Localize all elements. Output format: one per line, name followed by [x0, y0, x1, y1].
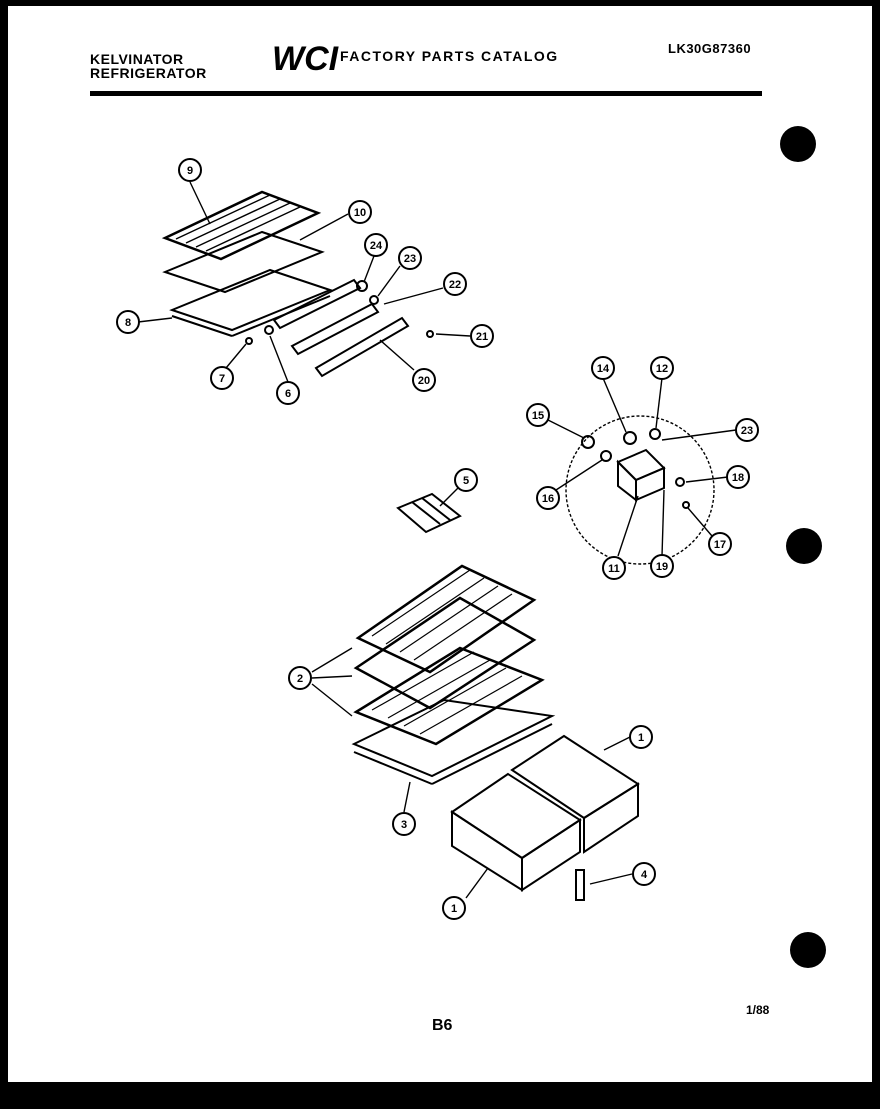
callout-7 — [210, 366, 234, 390]
callout-19 — [650, 554, 674, 578]
punch-hole-top — [780, 126, 816, 162]
callout-8 — [116, 310, 140, 334]
callout-22 — [443, 272, 467, 296]
callout-text-23a: 23 — [404, 253, 416, 265]
shelf-rails — [245, 278, 434, 378]
callout-text-24: 24 — [370, 240, 383, 252]
callout-text-18: 18 — [732, 472, 744, 484]
callout-text-19: 19 — [656, 561, 668, 573]
callout-text-8: 8 — [125, 317, 131, 329]
brand-block: KELVINATOR REFRIGERATOR — [90, 52, 207, 80]
callout-13b — [735, 418, 759, 442]
callout-text-22: 22 — [449, 279, 461, 291]
callout-text-7: 7 — [219, 373, 225, 385]
callout-17 — [708, 532, 732, 556]
header-rule — [90, 91, 762, 96]
callout-bubbles — [116, 158, 759, 920]
callout-text-1b: 1 — [451, 903, 457, 915]
callout-21 — [470, 324, 494, 348]
callout-text-16: 16 — [542, 493, 554, 505]
callout-text-4: 4 — [641, 869, 648, 881]
brand-line-1: KELVINATOR — [90, 51, 184, 67]
callout-16 — [536, 486, 560, 510]
callout-10 — [348, 200, 372, 224]
brand-line-2: REFRIGERATOR — [90, 65, 207, 81]
callout-3 — [392, 812, 416, 836]
callout-text-11: 11 — [608, 563, 620, 575]
wci-logo: WCI — [272, 40, 340, 74]
crisper-drawers — [450, 734, 640, 892]
callout-1b — [442, 896, 466, 920]
callout-15 — [526, 403, 550, 427]
catalog-title: FACTORY PARTS CATALOG — [340, 48, 559, 64]
callout-text-9: 9 — [187, 165, 193, 177]
callout-20 — [412, 368, 436, 392]
model-number: LK30G87360 — [668, 41, 752, 56]
revision-date: 1/88 — [746, 1003, 770, 1017]
callout-text-20: 20 — [418, 375, 430, 387]
callout-1a — [629, 725, 653, 749]
callout-text-21: 21 — [476, 331, 488, 343]
drawer-divider — [575, 869, 585, 901]
callout-text-5: 5 — [463, 475, 469, 487]
callout-text-17: 17 — [714, 539, 726, 551]
callout-text-12: 12 — [656, 363, 668, 375]
callout-23a — [398, 246, 422, 270]
callout-5 — [454, 468, 478, 492]
page-number: B6 — [432, 1017, 453, 1034]
callout-text-13b: 23 — [741, 425, 753, 437]
callout-text-14: 14 — [597, 363, 610, 375]
punch-hole-bottom — [790, 932, 826, 968]
callout-2 — [288, 666, 312, 690]
logo-text: WCI — [272, 40, 340, 74]
callout-24 — [364, 233, 388, 257]
callout-text-10: 10 — [354, 207, 366, 219]
callout-11 — [602, 556, 626, 580]
callout-text-6: 6 — [285, 388, 291, 400]
leader-lines — [137, 181, 737, 899]
callout-text-3: 3 — [401, 819, 407, 831]
icemaker-detail — [565, 415, 715, 565]
callout-18 — [726, 465, 750, 489]
glass-shelves — [353, 564, 545, 746]
callout-12 — [650, 356, 674, 380]
callout-text-15: 15 — [532, 410, 544, 422]
callout-text-2: 2 — [297, 673, 303, 685]
callout-4 — [632, 862, 656, 886]
callout-6 — [276, 381, 300, 405]
callout-14 — [591, 356, 615, 380]
ice-tray — [396, 492, 462, 534]
callout-numbers: 9 10 8 24 23 22 21 20 7 6 5 14 12 23 15 … — [125, 165, 753, 915]
crisper-cover — [351, 698, 556, 785]
callout-9 — [178, 158, 202, 182]
callout-text-1a: 1 — [638, 732, 644, 744]
punch-hole-middle — [786, 528, 822, 564]
